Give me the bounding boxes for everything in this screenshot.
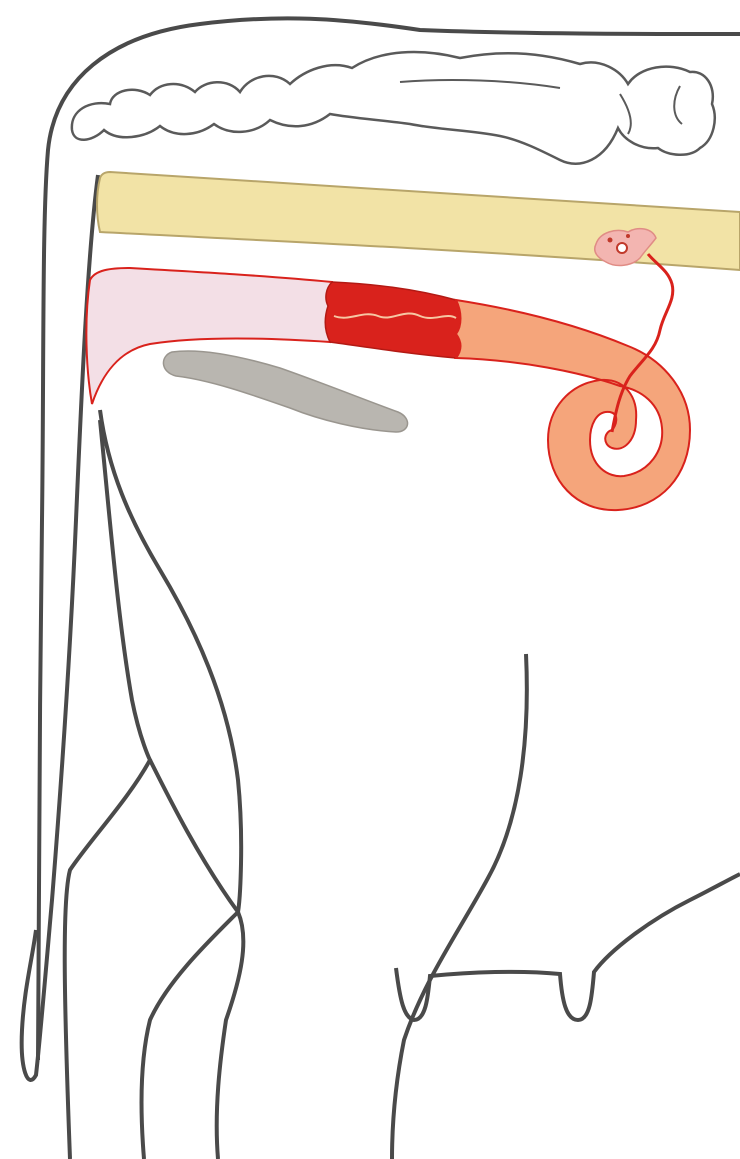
hock-outline [150, 760, 243, 1159]
cervix [325, 282, 460, 358]
uterine-horn [456, 300, 690, 510]
ovary-spot-1 [608, 238, 613, 243]
vertebral-column [72, 52, 715, 164]
thigh-outline [100, 410, 241, 912]
urinary-bladder [163, 351, 407, 432]
flank-outline [392, 654, 527, 1159]
ovarian-follicle [617, 243, 627, 253]
ovary-spot-2 [626, 234, 630, 238]
rectum [97, 172, 740, 270]
